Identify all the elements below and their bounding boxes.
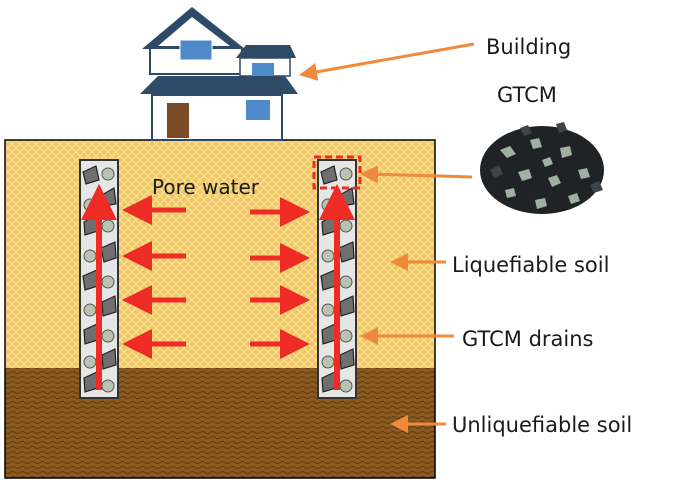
pore-water-label: Pore water	[152, 175, 260, 199]
callout-arrows	[299, 42, 475, 433]
building-label: Building	[486, 35, 572, 59]
house-icon	[140, 7, 298, 141]
gtcm-label: GTCM	[497, 83, 557, 107]
gtcm-drains-label: GTCM drains	[462, 327, 594, 351]
gravel-pile-icon	[480, 122, 604, 214]
pore-water-arrows	[122, 195, 310, 359]
unliquefiable-soil-label: Unliquefiable soil	[452, 413, 633, 437]
liquefiable-soil-label: Liquefiable soil	[452, 253, 610, 277]
unliquefiable-soil-layer	[5, 368, 435, 478]
